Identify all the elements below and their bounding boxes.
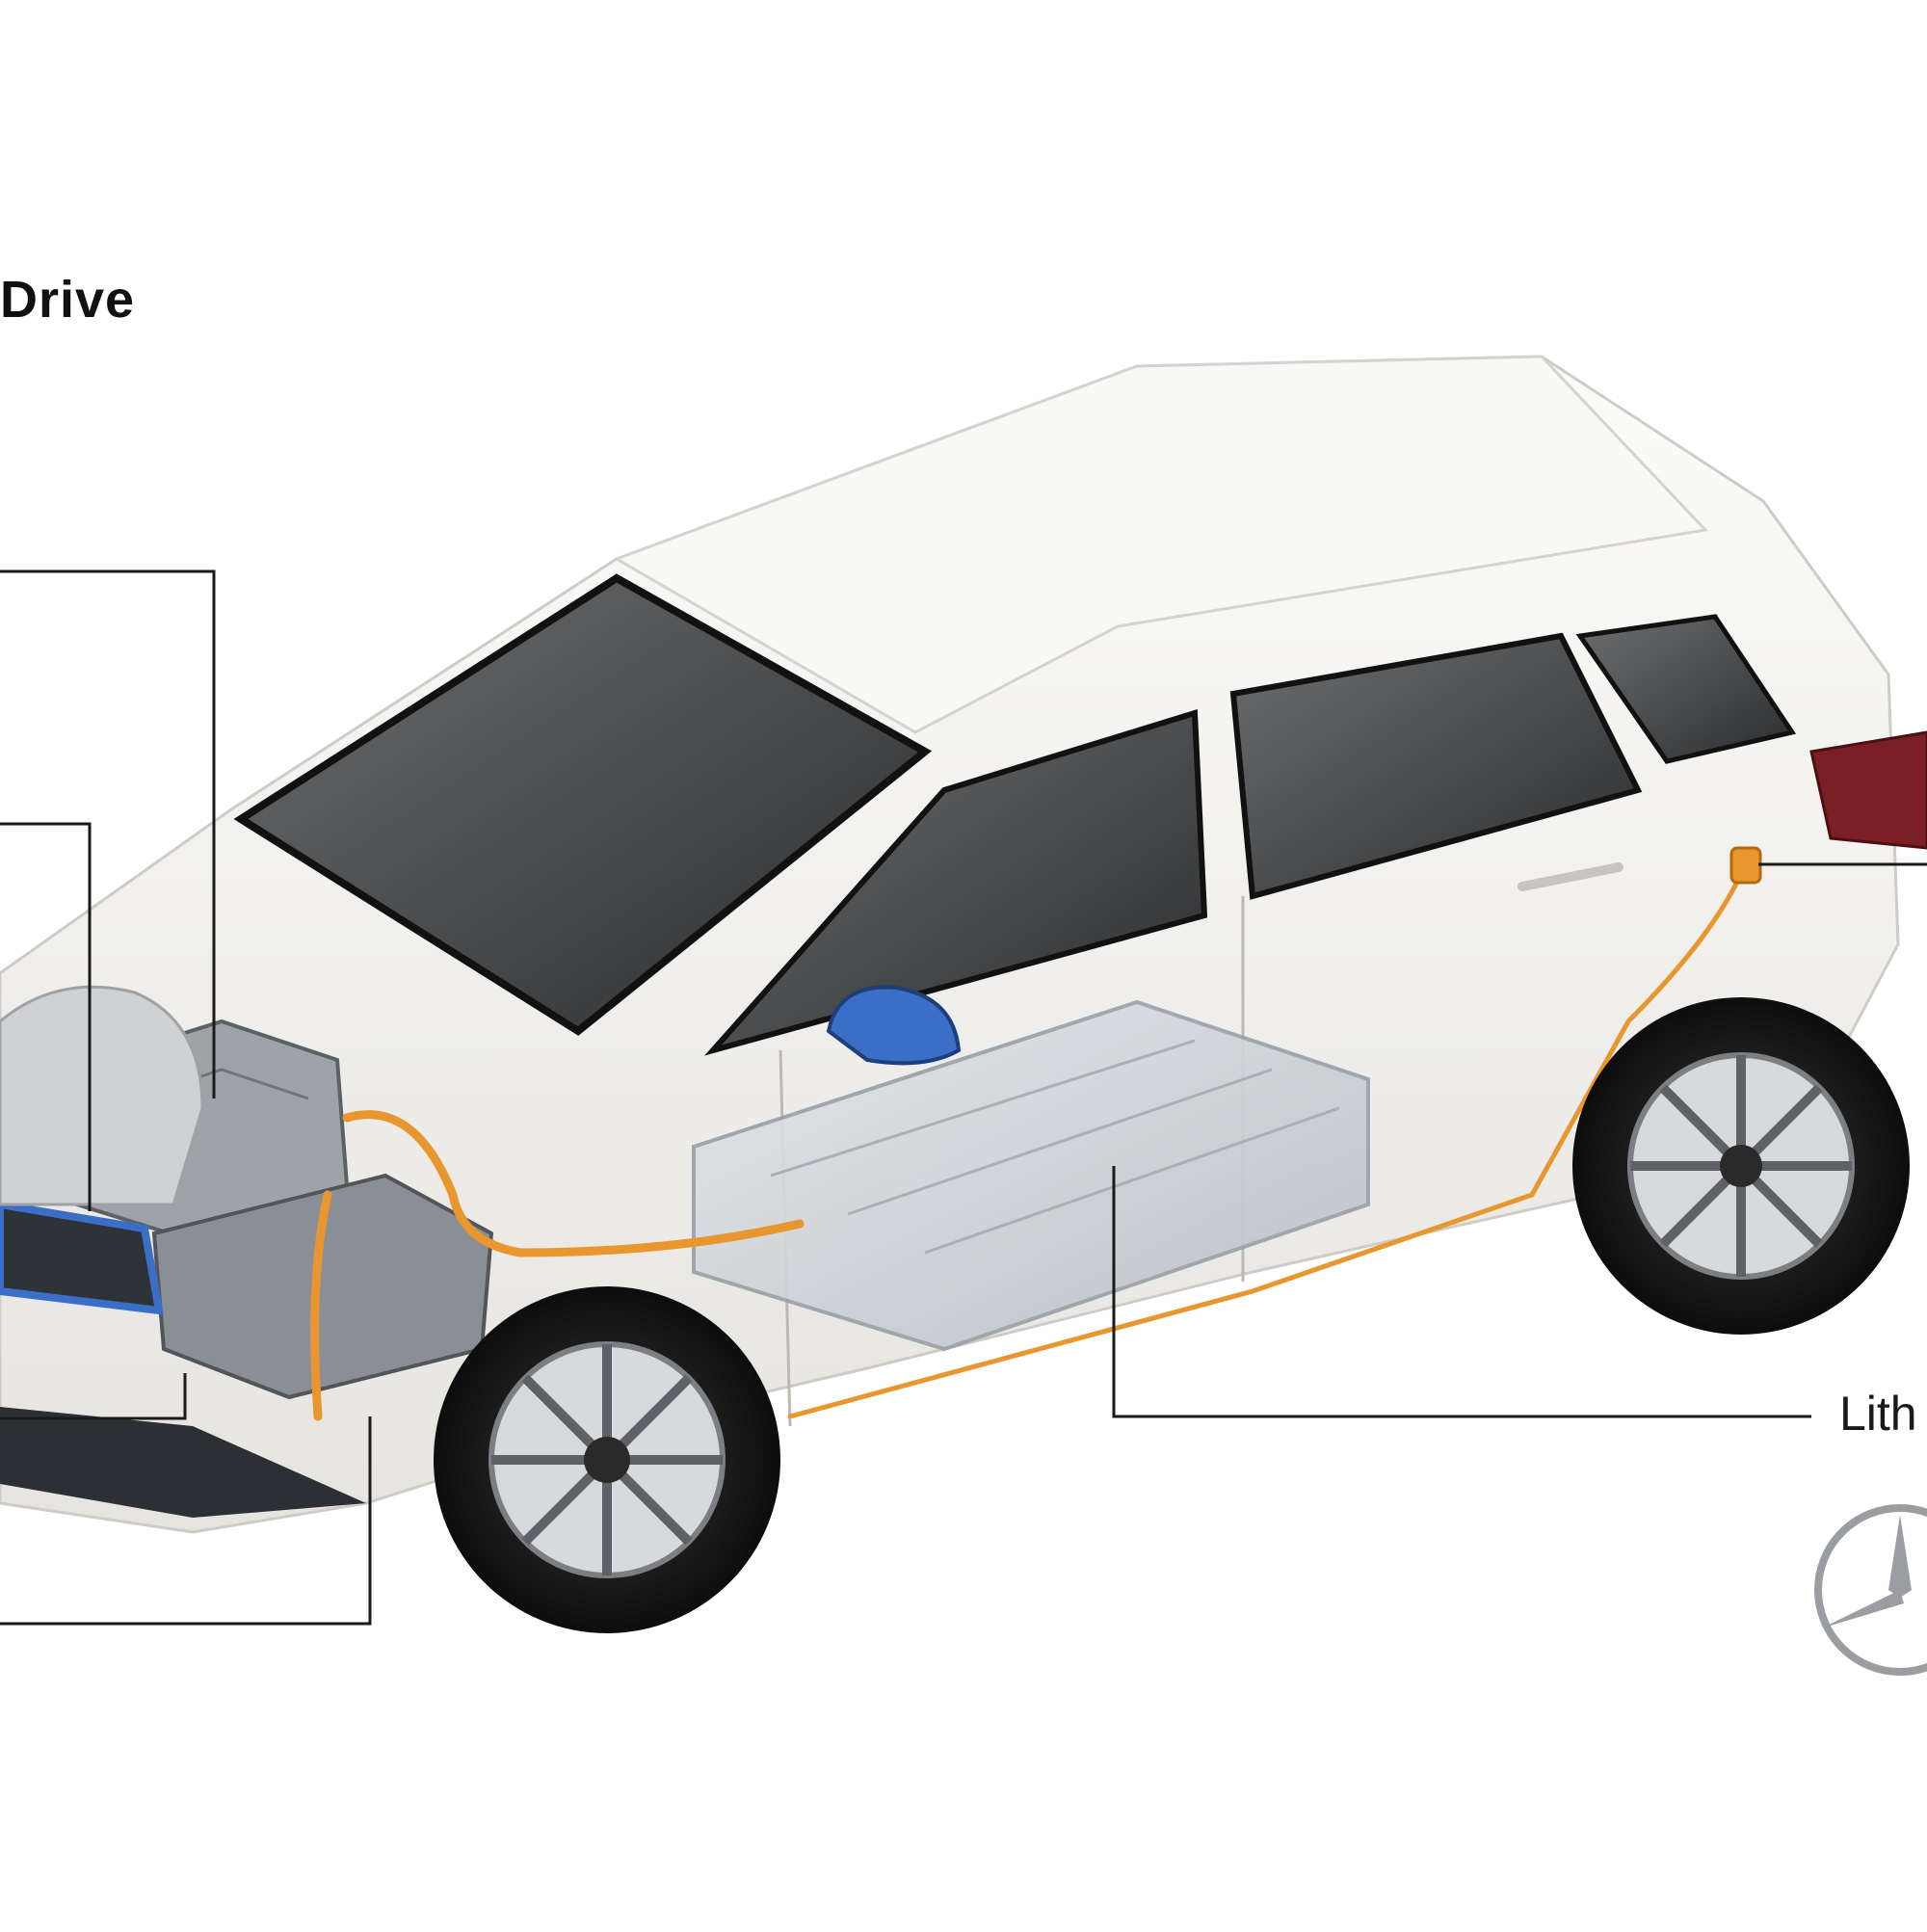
- hv-cable-front: [342, 1110, 805, 1257]
- front-wheel: [434, 1286, 780, 1633]
- tail-light: [1809, 730, 1927, 850]
- car-roof: [613, 355, 1709, 734]
- rear-wheel: [1572, 997, 1910, 1335]
- battery-ridge-1: [770, 1039, 1196, 1178]
- callout-battery-label: Lith: [1839, 1387, 1917, 1441]
- leader-lines: [0, 569, 1927, 1626]
- side-window-front: [704, 708, 1208, 1056]
- charging-socket: [1729, 846, 1762, 885]
- front-grille: [0, 1200, 164, 1315]
- windshield: [233, 573, 933, 1036]
- battery-ridge-2: [847, 1068, 1273, 1216]
- front-tire-background: [0, 985, 204, 1206]
- side-window-rear: [1229, 632, 1643, 900]
- hv-cable-charge: [787, 864, 1747, 1419]
- leader-line-3: [0, 1373, 187, 1420]
- door-handle-rear: [1518, 862, 1623, 891]
- side-mirror: [826, 985, 962, 1066]
- battery-ridge-3: [924, 1106, 1340, 1255]
- battery-pack: [692, 999, 1370, 1352]
- diagram-title: Drive: [0, 271, 136, 329]
- leader-line-4: [0, 1416, 372, 1626]
- quarter-window: [1575, 614, 1797, 764]
- leader-line-1: [0, 569, 216, 1098]
- lower-bumper-intake: [0, 1407, 366, 1518]
- leader-line-2: [0, 822, 92, 1211]
- mercedes-star-logo: [1814, 1504, 1927, 1676]
- hv-cable-motor: [310, 1190, 332, 1421]
- leader-line-5: [1112, 1166, 1811, 1418]
